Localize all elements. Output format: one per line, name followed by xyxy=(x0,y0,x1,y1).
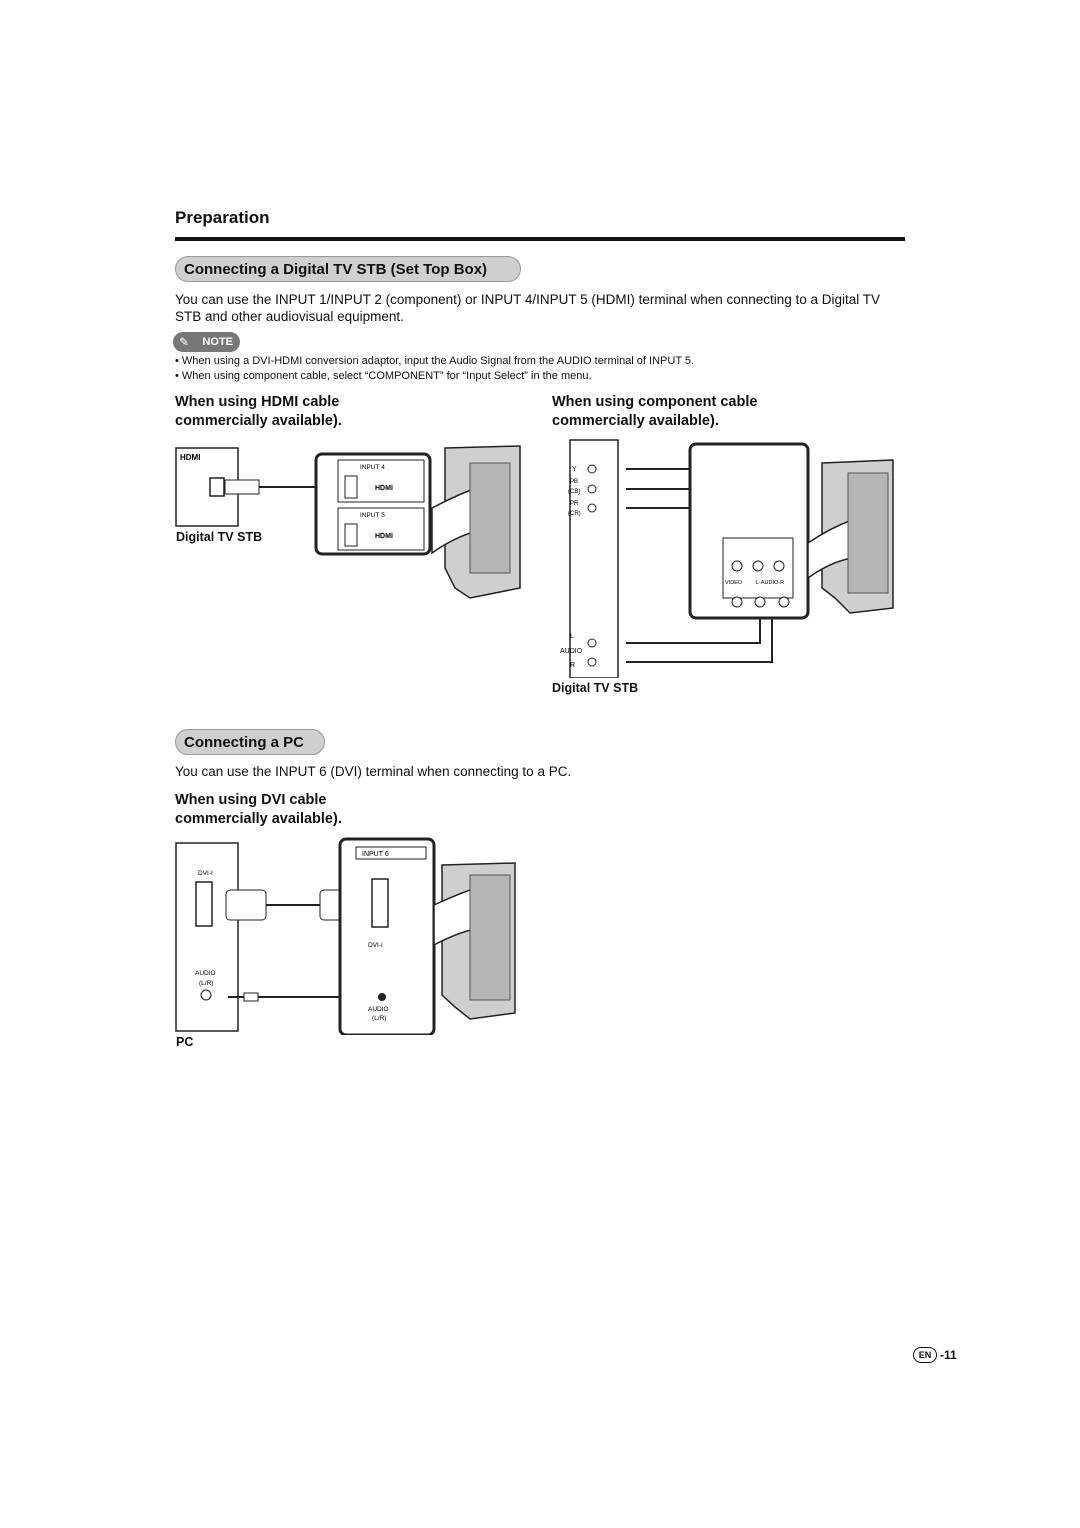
pc-device-label: PC xyxy=(176,1035,194,1049)
component-connection-diagram: Y PB (CB) PR (CR) L AUDIO R VIDEO L-AUDI… xyxy=(560,439,894,678)
component-jack xyxy=(587,484,597,494)
audio-jack xyxy=(587,657,597,667)
pc-heading: Connecting a PC xyxy=(175,729,325,755)
dvi-subheading-line: commercially available). xyxy=(175,811,342,827)
language-badge: EN xyxy=(913,1347,937,1363)
hdmi-logo: HDMI xyxy=(180,453,200,462)
dvi-port xyxy=(371,878,389,928)
l-audio-r-label: L-AUDIO-R xyxy=(756,580,784,586)
cb-label: (CB) xyxy=(568,489,580,495)
hdmi-connection-diagram: HDMI INPUT 4 HDMI INPUT 5 HDMI xyxy=(175,445,521,599)
audio-lr-label: (L/R) xyxy=(199,980,213,987)
pc-heading-text: Connecting a PC xyxy=(184,734,305,751)
pencil-icon: ✎ xyxy=(179,335,190,349)
component-jack xyxy=(731,560,743,572)
pb-label: PB xyxy=(570,479,578,485)
component-subheading-line: When using component cable xyxy=(552,394,758,410)
hdmi-subheading-line: commercially available). xyxy=(175,413,342,429)
audio-label: AUDIO xyxy=(195,970,216,977)
audio-jack xyxy=(754,596,766,608)
note-item: • When using component cable, select “CO… xyxy=(175,370,592,382)
component-device-label: Digital TV STB xyxy=(552,681,639,695)
component-jack xyxy=(587,464,597,474)
audio-jack xyxy=(378,993,386,1001)
dvi-connection-diagram: DVI-I AUDIO (L/R) INPUT 6 DVI-I AUDIO (L… xyxy=(175,837,516,1035)
hdmi-port xyxy=(344,475,358,499)
r-label: R xyxy=(570,662,575,669)
hdmi-plug xyxy=(224,479,260,495)
note-item: • When using a DVI-HDMI conversion adapt… xyxy=(175,355,695,367)
audio-lr-label: (L/R) xyxy=(372,1015,386,1022)
tv-back-panel xyxy=(469,462,511,574)
hdmi-port xyxy=(344,523,358,547)
audio-jack xyxy=(778,596,790,608)
dvi-plug xyxy=(225,889,267,921)
component-jack xyxy=(773,560,785,572)
audio-cable xyxy=(626,613,761,644)
input5-label: INPUT 5 xyxy=(360,512,385,519)
component-subheading: When using component cable commercially … xyxy=(552,393,757,431)
tv-back-panel xyxy=(847,472,889,594)
dvi-subheading-line: When using DVI cable xyxy=(175,792,327,808)
dvi-i-label: DVI-I xyxy=(368,942,383,949)
hdmi-logo: HDMI xyxy=(375,533,393,540)
component-jack xyxy=(587,503,597,513)
video-jack xyxy=(731,596,743,608)
audio-label: AUDIO xyxy=(560,648,583,655)
hdmi-subheading: When using HDMI cable commercially avail… xyxy=(175,393,342,431)
audio-jack xyxy=(587,638,597,648)
note-text: When using a DVI-HDMI conversion adaptor… xyxy=(181,355,695,367)
pc-intro: You can use the INPUT 6 (DVI) terminal w… xyxy=(175,764,572,779)
hdmi-port xyxy=(209,477,225,497)
audio-plug xyxy=(243,992,259,1002)
component-jack xyxy=(752,560,764,572)
section-title: Preparation xyxy=(175,208,270,227)
audio-label: AUDIO xyxy=(368,1006,389,1013)
note-label: NOTE xyxy=(202,336,233,348)
header-rule xyxy=(175,237,905,241)
y-label: Y xyxy=(572,466,577,473)
audio-jack xyxy=(200,989,212,1001)
hdmi-logo: HDMI xyxy=(375,485,393,492)
stb-heading-text: Connecting a Digital TV STB (Set Top Box… xyxy=(184,261,488,278)
note-badge: ✎ NOTE xyxy=(173,332,240,352)
input6-box xyxy=(355,846,427,860)
hdmi-subheading-line: When using HDMI cable xyxy=(175,394,340,410)
pr-label: PR xyxy=(570,501,579,507)
page-number: -11 xyxy=(940,1348,957,1362)
hdmi-device-label: Digital TV STB xyxy=(176,530,263,544)
input4-label: INPUT 4 xyxy=(360,464,385,471)
stb-heading: Connecting a Digital TV STB (Set Top Box… xyxy=(175,256,521,282)
video-label: VIDEO xyxy=(725,580,743,586)
audio-cable xyxy=(626,613,773,663)
dvi-i-label: DVI-I xyxy=(198,870,213,877)
component-subheading-line: commercially available). xyxy=(552,413,719,429)
cr-label: (CR) xyxy=(568,511,581,517)
stb-panel xyxy=(569,439,619,678)
input6-label: INPUT 6 xyxy=(362,851,389,858)
dvi-subheading: When using DVI cable commercially availa… xyxy=(175,791,342,829)
tv-back-panel xyxy=(469,874,511,1001)
l-label: L xyxy=(570,633,574,640)
stb-intro: You can use the INPUT 1/INPUT 2 (compone… xyxy=(175,292,881,324)
dvi-port xyxy=(195,881,213,927)
note-text: When using component cable, select “COMP… xyxy=(181,370,592,382)
